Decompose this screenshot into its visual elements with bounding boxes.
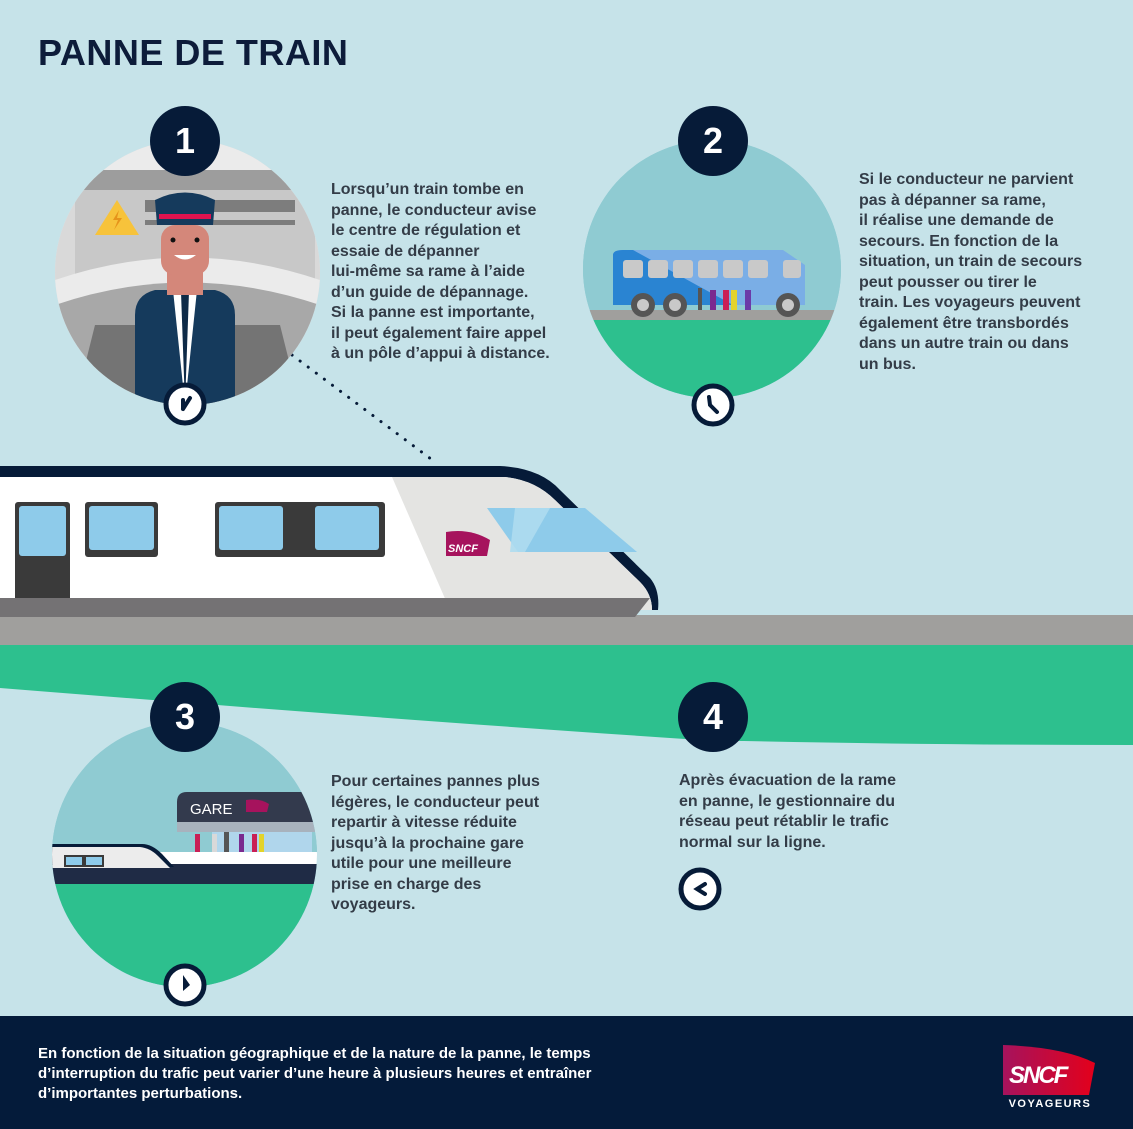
- train-illustration: SNCF: [0, 466, 659, 617]
- step-2-illustration: [583, 140, 841, 398]
- warning-icon: [95, 200, 139, 235]
- mini-train: [52, 844, 174, 868]
- step-1-illustration: [55, 140, 320, 405]
- step-4-number: 4: [678, 682, 748, 752]
- step-3-text: Pour certaines pannes plus légères, le c…: [331, 773, 540, 913]
- step-2-number: 2: [678, 106, 748, 176]
- clock-icon: [163, 963, 207, 1007]
- passengers-group: [195, 832, 264, 852]
- page-title: PANNE DE TRAIN: [38, 32, 349, 73]
- step-3-number: 3: [150, 682, 220, 752]
- clock-icon: [163, 382, 207, 426]
- clock-icon: [678, 867, 722, 911]
- conductor-figure: [135, 192, 235, 405]
- step-4-text: Après évacuation de la rame en panne, le…: [679, 772, 896, 851]
- step-3-illustration: GARE: [52, 722, 317, 987]
- sncf-logo-subtitle: VOYAGEURS: [1008, 1098, 1092, 1110]
- step-2-text: Si le conducteur ne parvient pas à dépan…: [859, 171, 1083, 373]
- svg-text:SNCF: SNCF: [1009, 1062, 1070, 1089]
- sncf-logo: SNCF: [1003, 1045, 1095, 1095]
- bus-icon: [613, 250, 805, 317]
- footer-text: En fonction de la situation géographique…: [38, 1045, 592, 1102]
- dotted-connector: [290, 353, 437, 464]
- clock-icon: [691, 383, 735, 427]
- ground-band: [0, 615, 1133, 745]
- passengers-group: [698, 288, 751, 310]
- step-1-text: Lorsqu’un train tombe en panne, le condu…: [331, 181, 550, 362]
- step-1-number: 1: [150, 106, 220, 176]
- footer-banner: [0, 1016, 1133, 1129]
- svg-text:SNCF: SNCF: [448, 543, 478, 555]
- station-sign: GARE: [190, 801, 233, 818]
- sncf-logo-train: SNCF: [446, 531, 490, 556]
